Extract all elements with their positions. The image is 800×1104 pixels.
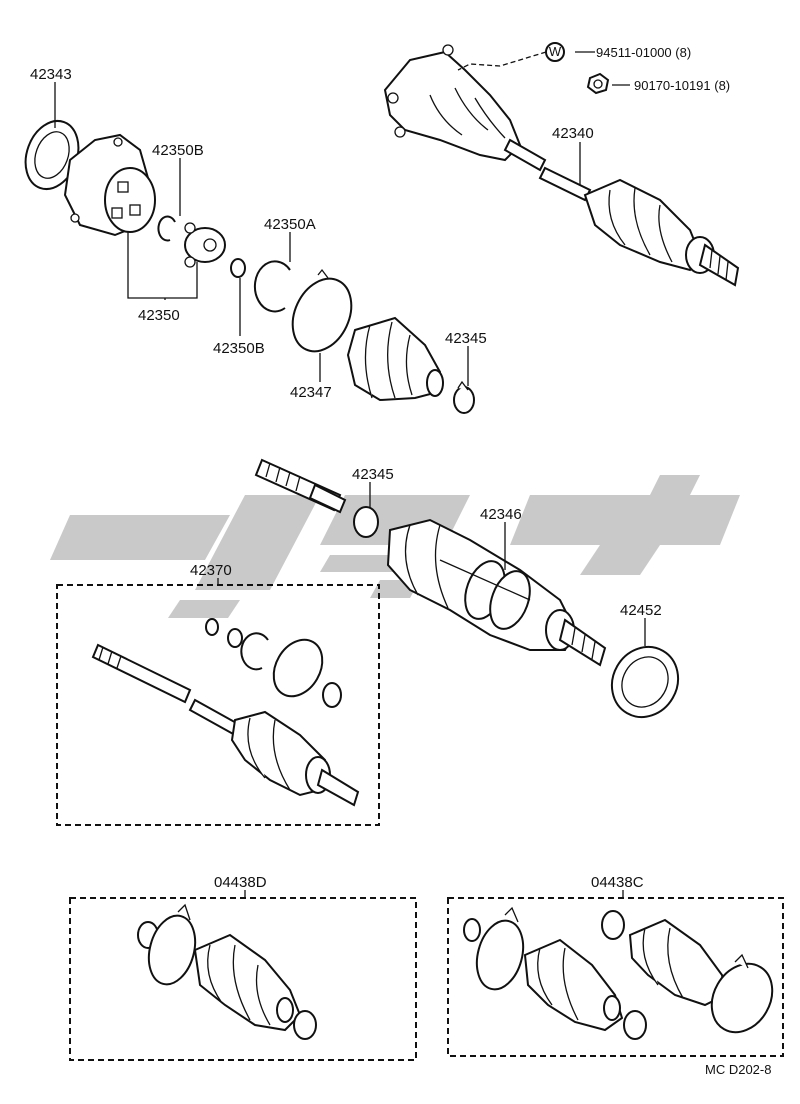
label-42340: 42340 xyxy=(552,125,594,142)
label-42346: 42346 xyxy=(480,506,522,523)
kit-box-04438d xyxy=(69,897,417,1061)
clamp-42345-top xyxy=(453,380,475,414)
snap-ring-upper xyxy=(157,215,176,242)
boot-upper xyxy=(346,316,444,402)
label-94511: 94511-01000 (8) xyxy=(596,45,691,60)
label-42350a: 42350A xyxy=(264,216,316,233)
tripod-joint xyxy=(184,222,226,268)
dust-seal-42452 xyxy=(610,645,680,719)
snap-ring-lower xyxy=(230,258,246,278)
kit-04438c-contents xyxy=(463,906,774,1040)
label-42345-mid: 42345 xyxy=(352,466,394,483)
diagram-code: MC D202-8 xyxy=(705,1062,771,1077)
clamp-42345-mid xyxy=(353,506,379,538)
kit-42370-contents xyxy=(91,618,360,807)
washer-symbol: W xyxy=(545,42,565,62)
label-42345-top: 42345 xyxy=(445,330,487,347)
label-42350b-top: 42350B xyxy=(152,142,204,159)
label-42370: 42370 xyxy=(190,562,232,579)
kit-04438d-contents xyxy=(137,903,317,1040)
label-42343: 42343 xyxy=(30,66,72,83)
label-42347: 42347 xyxy=(290,384,332,401)
label-04438c: 04438C xyxy=(591,874,644,891)
drive-shaft-assembly-42340 xyxy=(383,44,740,287)
leader-lines xyxy=(54,51,646,898)
boot-assembly-42346 xyxy=(386,518,607,667)
inner-joint-housing xyxy=(63,133,156,237)
kit-box-04438c xyxy=(447,897,784,1057)
label-42350b-bot: 42350B xyxy=(213,340,265,357)
washer-symbol-text: W xyxy=(549,44,562,59)
label-42350: 42350 xyxy=(138,307,180,324)
label-42452: 42452 xyxy=(620,602,662,619)
boot-band-42347 xyxy=(291,268,353,353)
nut-symbol xyxy=(586,72,610,95)
label-90170: 90170-10191 (8) xyxy=(634,78,730,93)
label-04438d: 04438D xyxy=(214,874,267,891)
inner-shaft-middle xyxy=(254,458,347,514)
stopper-ring-42350a xyxy=(253,260,291,313)
